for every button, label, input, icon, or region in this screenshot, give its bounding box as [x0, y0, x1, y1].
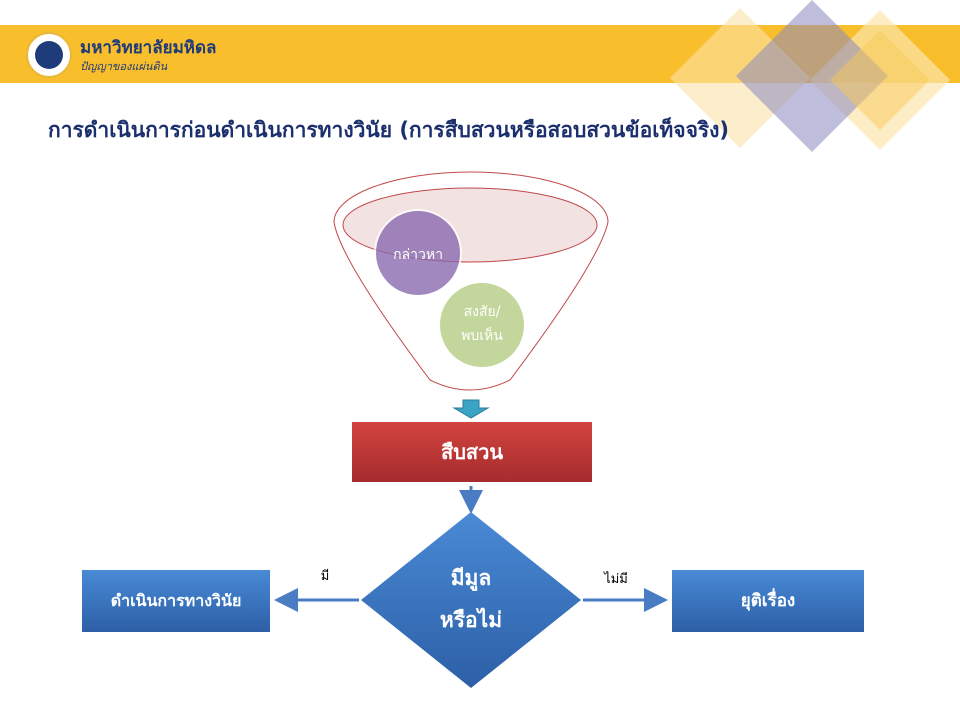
page-title: การดำเนินการก่อนดำเนินการทางวินัย (การสื…	[48, 118, 730, 142]
result-terminate-label: ยุติเรื่อง	[741, 588, 795, 611]
yes-label: มี	[321, 568, 330, 584]
result-box-terminate	[672, 570, 864, 632]
decision-diamond	[361, 512, 581, 688]
decorative-diamonds	[670, 0, 950, 152]
decision-line2: หรือไม่	[440, 607, 502, 632]
process-label: สืบสวน	[441, 440, 503, 464]
input-circle-accused	[374, 209, 462, 297]
input-label-suspected-1: สงสัย/	[464, 304, 501, 320]
input-label-suspected-2: พบเห็น	[461, 326, 503, 344]
decision-line1: มีมูล	[451, 566, 492, 592]
university-tagline: ปัญญาของแผ่นดิน	[80, 60, 168, 73]
input-label-accused: กล่าวหา	[393, 247, 443, 263]
result-box-disciplinary	[82, 570, 270, 632]
result-disciplinary-label: ดำเนินการทางวินัย	[111, 591, 242, 610]
university-logo	[26, 32, 72, 78]
university-name: มหาวิทยาลัยมหิดล	[80, 38, 217, 58]
process-box-investigate	[352, 422, 592, 482]
no-label: ไม่มี	[603, 571, 628, 587]
input-circle-suspected	[438, 281, 526, 369]
down-arrow-icon	[452, 399, 490, 419]
